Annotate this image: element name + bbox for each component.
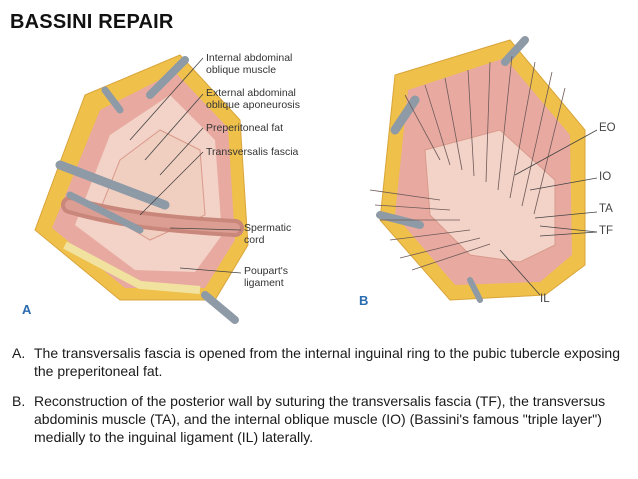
surgical-illustration: Internal abdominal oblique muscle Extern… (22, 36, 616, 324)
caption-list: A. The transversalis fascia is opened fr… (12, 344, 628, 458)
caption-marker: A. (12, 345, 26, 361)
panel-letter-b: B (359, 293, 369, 308)
panel-a-drawing (34, 54, 249, 324)
label-ta: TA (599, 203, 613, 215)
label-tf: TF (599, 225, 614, 237)
slide-title: BASSINI REPAIR (10, 11, 174, 33)
label-il: IL (540, 293, 550, 305)
caption-a: A. The transversalis fascia is opened fr… (12, 344, 628, 380)
caption-text: The transversalis fascia is opened from … (34, 345, 620, 379)
label-spermatic-cord: Spermatic cord (244, 222, 292, 246)
panel-b-drawing (369, 36, 598, 303)
caption-marker: B. (12, 393, 26, 409)
label-eo: EO (599, 122, 616, 134)
caption-b: B. Reconstruction of the posterior wall … (12, 392, 628, 446)
label-external-abdominal-oblique: External abdominal oblique aponeurosis (206, 87, 300, 111)
panel-letter-a: A (22, 302, 32, 317)
label-transversalis-fascia: Transversalis fascia (206, 146, 299, 158)
label-preperitoneal-fat: Preperitoneal fat (206, 122, 284, 134)
label-internal-abdominal-oblique: Internal abdominal oblique muscle (206, 52, 293, 76)
caption-text: Reconstruction of the posterior wall by … (34, 393, 606, 445)
illustration-svg (34, 36, 598, 324)
label-io: IO (599, 171, 612, 183)
label-pouparts-ligament: Poupart's ligament (244, 265, 289, 289)
